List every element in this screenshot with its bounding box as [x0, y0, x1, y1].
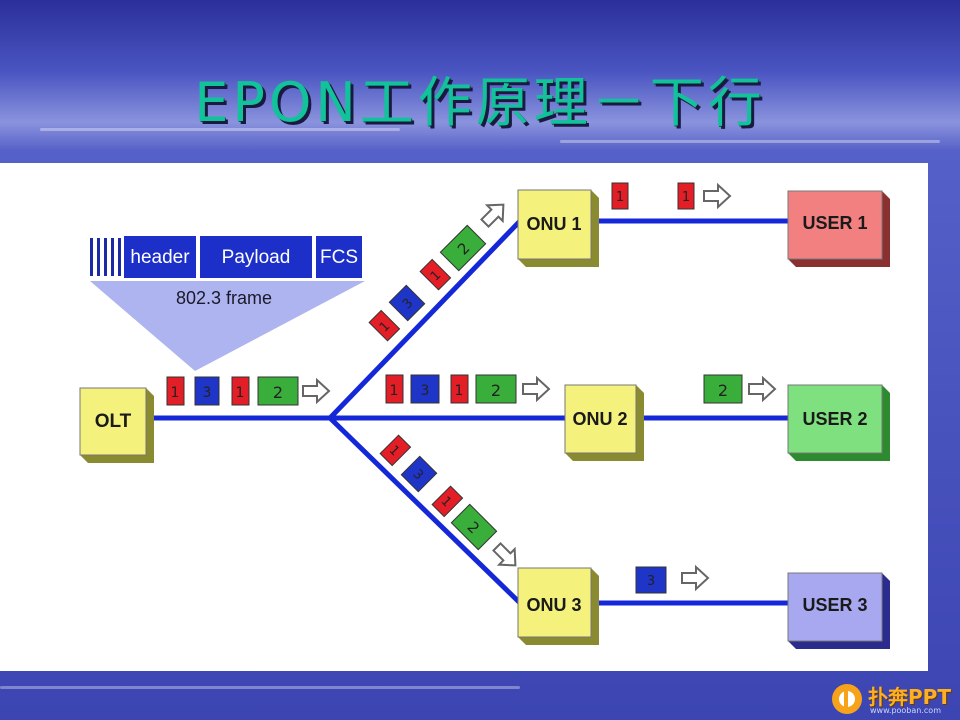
arrow-icon	[476, 195, 513, 232]
packet-label: 2	[273, 383, 283, 402]
arrow-icon	[748, 377, 776, 401]
user1-node: USER 1	[787, 190, 890, 267]
user3-label: USER 3	[802, 595, 867, 615]
user3-node: USER 3	[787, 572, 890, 649]
packet-label: 1	[616, 190, 624, 205]
background-streak	[40, 128, 400, 131]
onu1-label: ONU 1	[526, 214, 581, 234]
frame-payload-field	[200, 236, 312, 278]
onu2-node: ONU 2	[564, 384, 644, 461]
frame-funnel	[90, 281, 365, 371]
background-streak	[560, 140, 940, 143]
user3-delivered-packets: 3	[635, 566, 709, 594]
fiber-lines	[150, 218, 790, 606]
frame-header-label: header	[130, 247, 190, 268]
onu2-branch-packets: 1 3 1 2	[385, 374, 550, 404]
packet-label: 3	[421, 383, 430, 399]
arrow-icon	[302, 379, 330, 403]
epon-downstream-diagram: header Payload FCS 802.3 frame OLT ONU 1…	[79, 182, 890, 649]
onu3-branch-packets: 1 3 1 2	[379, 434, 525, 575]
packet-label: 2	[718, 381, 728, 400]
packet-label: 2	[491, 381, 501, 400]
brand-logo-text: 扑奔PPT	[868, 685, 951, 709]
frame-fcs-field	[316, 236, 362, 278]
packet-label: 1	[171, 385, 180, 401]
user2-delivered-packets: 2	[703, 374, 776, 404]
user2-node: USER 2	[787, 384, 890, 461]
frame-header-field	[124, 236, 196, 278]
user1-delivered-packets: 1 1	[611, 182, 731, 210]
arrow-icon	[703, 184, 731, 208]
arrow-icon	[522, 377, 550, 401]
packet-label: 3	[647, 574, 655, 589]
background-streak	[0, 686, 520, 689]
packet-label: 1	[390, 383, 399, 399]
frame-payload-label: Payload	[222, 247, 291, 268]
brand-logo-url: www.pooban.com	[870, 706, 941, 715]
packet-label: 1	[236, 385, 245, 401]
user1-label: USER 1	[802, 213, 867, 233]
onu1-node: ONU 1	[517, 189, 599, 267]
olt-packet-stream: 1 3 1 2	[166, 376, 330, 406]
onu2-label: ONU 2	[572, 409, 627, 429]
slide-title: EPON工作原理－下行	[194, 71, 766, 134]
frame-fcs-label: FCS	[320, 247, 358, 268]
frame-preamble	[90, 238, 121, 276]
packet-label: 1	[682, 190, 690, 205]
arrow-icon	[681, 566, 709, 590]
onu3-node: ONU 3	[517, 567, 599, 645]
brand-logo	[832, 684, 862, 714]
olt-node: OLT	[79, 387, 154, 463]
frame-caption: 802.3 frame	[176, 288, 272, 308]
packet-label: 3	[203, 385, 212, 401]
olt-label: OLT	[95, 411, 132, 432]
packet-label: 1	[455, 383, 464, 399]
onu3-label: ONU 3	[526, 595, 581, 615]
user2-label: USER 2	[802, 409, 867, 429]
onu1-branch-packets: 1 3 1 2	[368, 195, 513, 342]
